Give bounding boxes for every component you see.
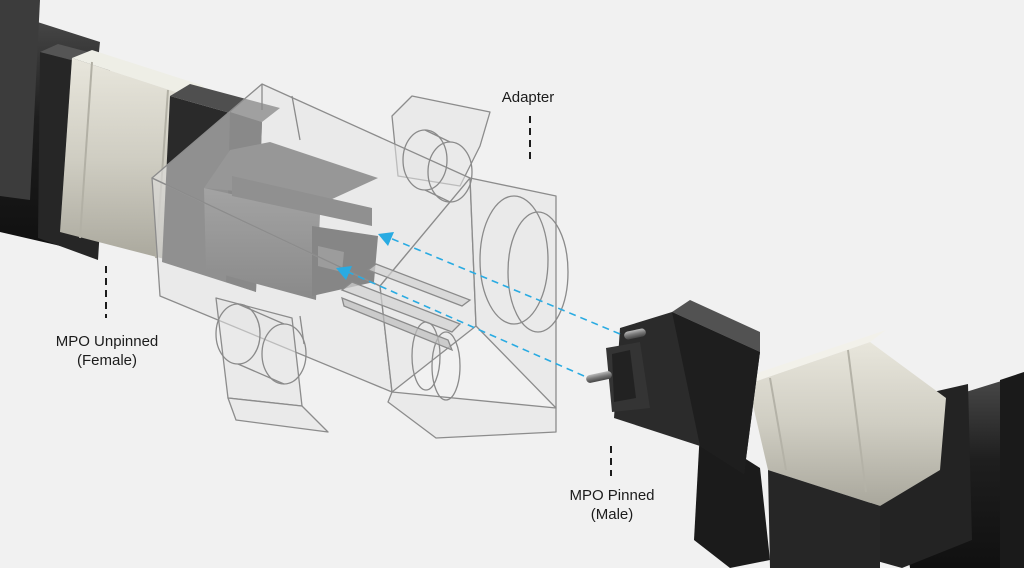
alignment-arrows	[347, 237, 621, 377]
male-guide-pin-upper	[624, 328, 646, 340]
mpo-pinned-label-line2: (Male)	[590, 506, 634, 523]
adapter-label-text: Adapter	[501, 89, 555, 106]
arrowhead-upper	[378, 232, 394, 246]
mpo-unpinned-label-line1: MPO Unpinned	[55, 333, 159, 350]
arrowhead-lower	[336, 266, 352, 280]
male-boot-band-top	[748, 330, 886, 384]
mpo-pinned-connector	[586, 300, 1024, 568]
mpo-unpinned-label-line2: (Female)	[76, 352, 137, 369]
mpo-pinned-label-line1: MPO Pinned	[569, 487, 655, 504]
female-boot-band-top	[72, 50, 204, 96]
mpo-pinned-label: MPO Pinned (Male)	[550, 486, 674, 524]
alignment-arrow-lower	[347, 271, 585, 377]
male-housing-top	[620, 300, 760, 352]
female-cable-rear	[0, 0, 40, 200]
mpo-unpinned-label: MPO Unpinned (Female)	[34, 332, 180, 370]
adapter-label: Adapter	[486, 88, 570, 107]
male-guide-pin-lower	[586, 371, 612, 383]
adapter-body	[151, 83, 557, 439]
adapter-details	[215, 84, 569, 401]
alignment-arrow-upper	[389, 237, 621, 335]
male-boot-band	[748, 342, 946, 506]
